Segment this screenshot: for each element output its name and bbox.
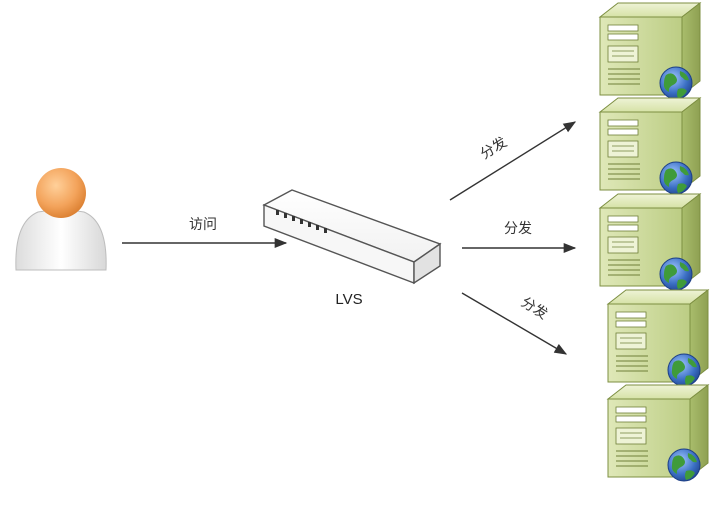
user-icon	[15, 168, 107, 271]
dispatch-arrow-lower	[461, 292, 568, 355]
dispatch-label-middle: 分发	[504, 221, 532, 237]
dispatch-label-lower: 分发	[518, 294, 550, 322]
switch-icon	[262, 189, 442, 285]
server-icon-3	[599, 193, 701, 291]
server-icon-4	[607, 289, 709, 387]
access-label: 访问	[189, 217, 217, 233]
dispatch-arrow-upper	[449, 121, 577, 201]
server-icon-2	[599, 97, 701, 195]
lvs-label: LVS	[335, 291, 362, 308]
dispatch-label-upper: 分发	[478, 134, 510, 162]
server-icon-1	[599, 2, 701, 100]
server-icon-5	[607, 384, 709, 482]
